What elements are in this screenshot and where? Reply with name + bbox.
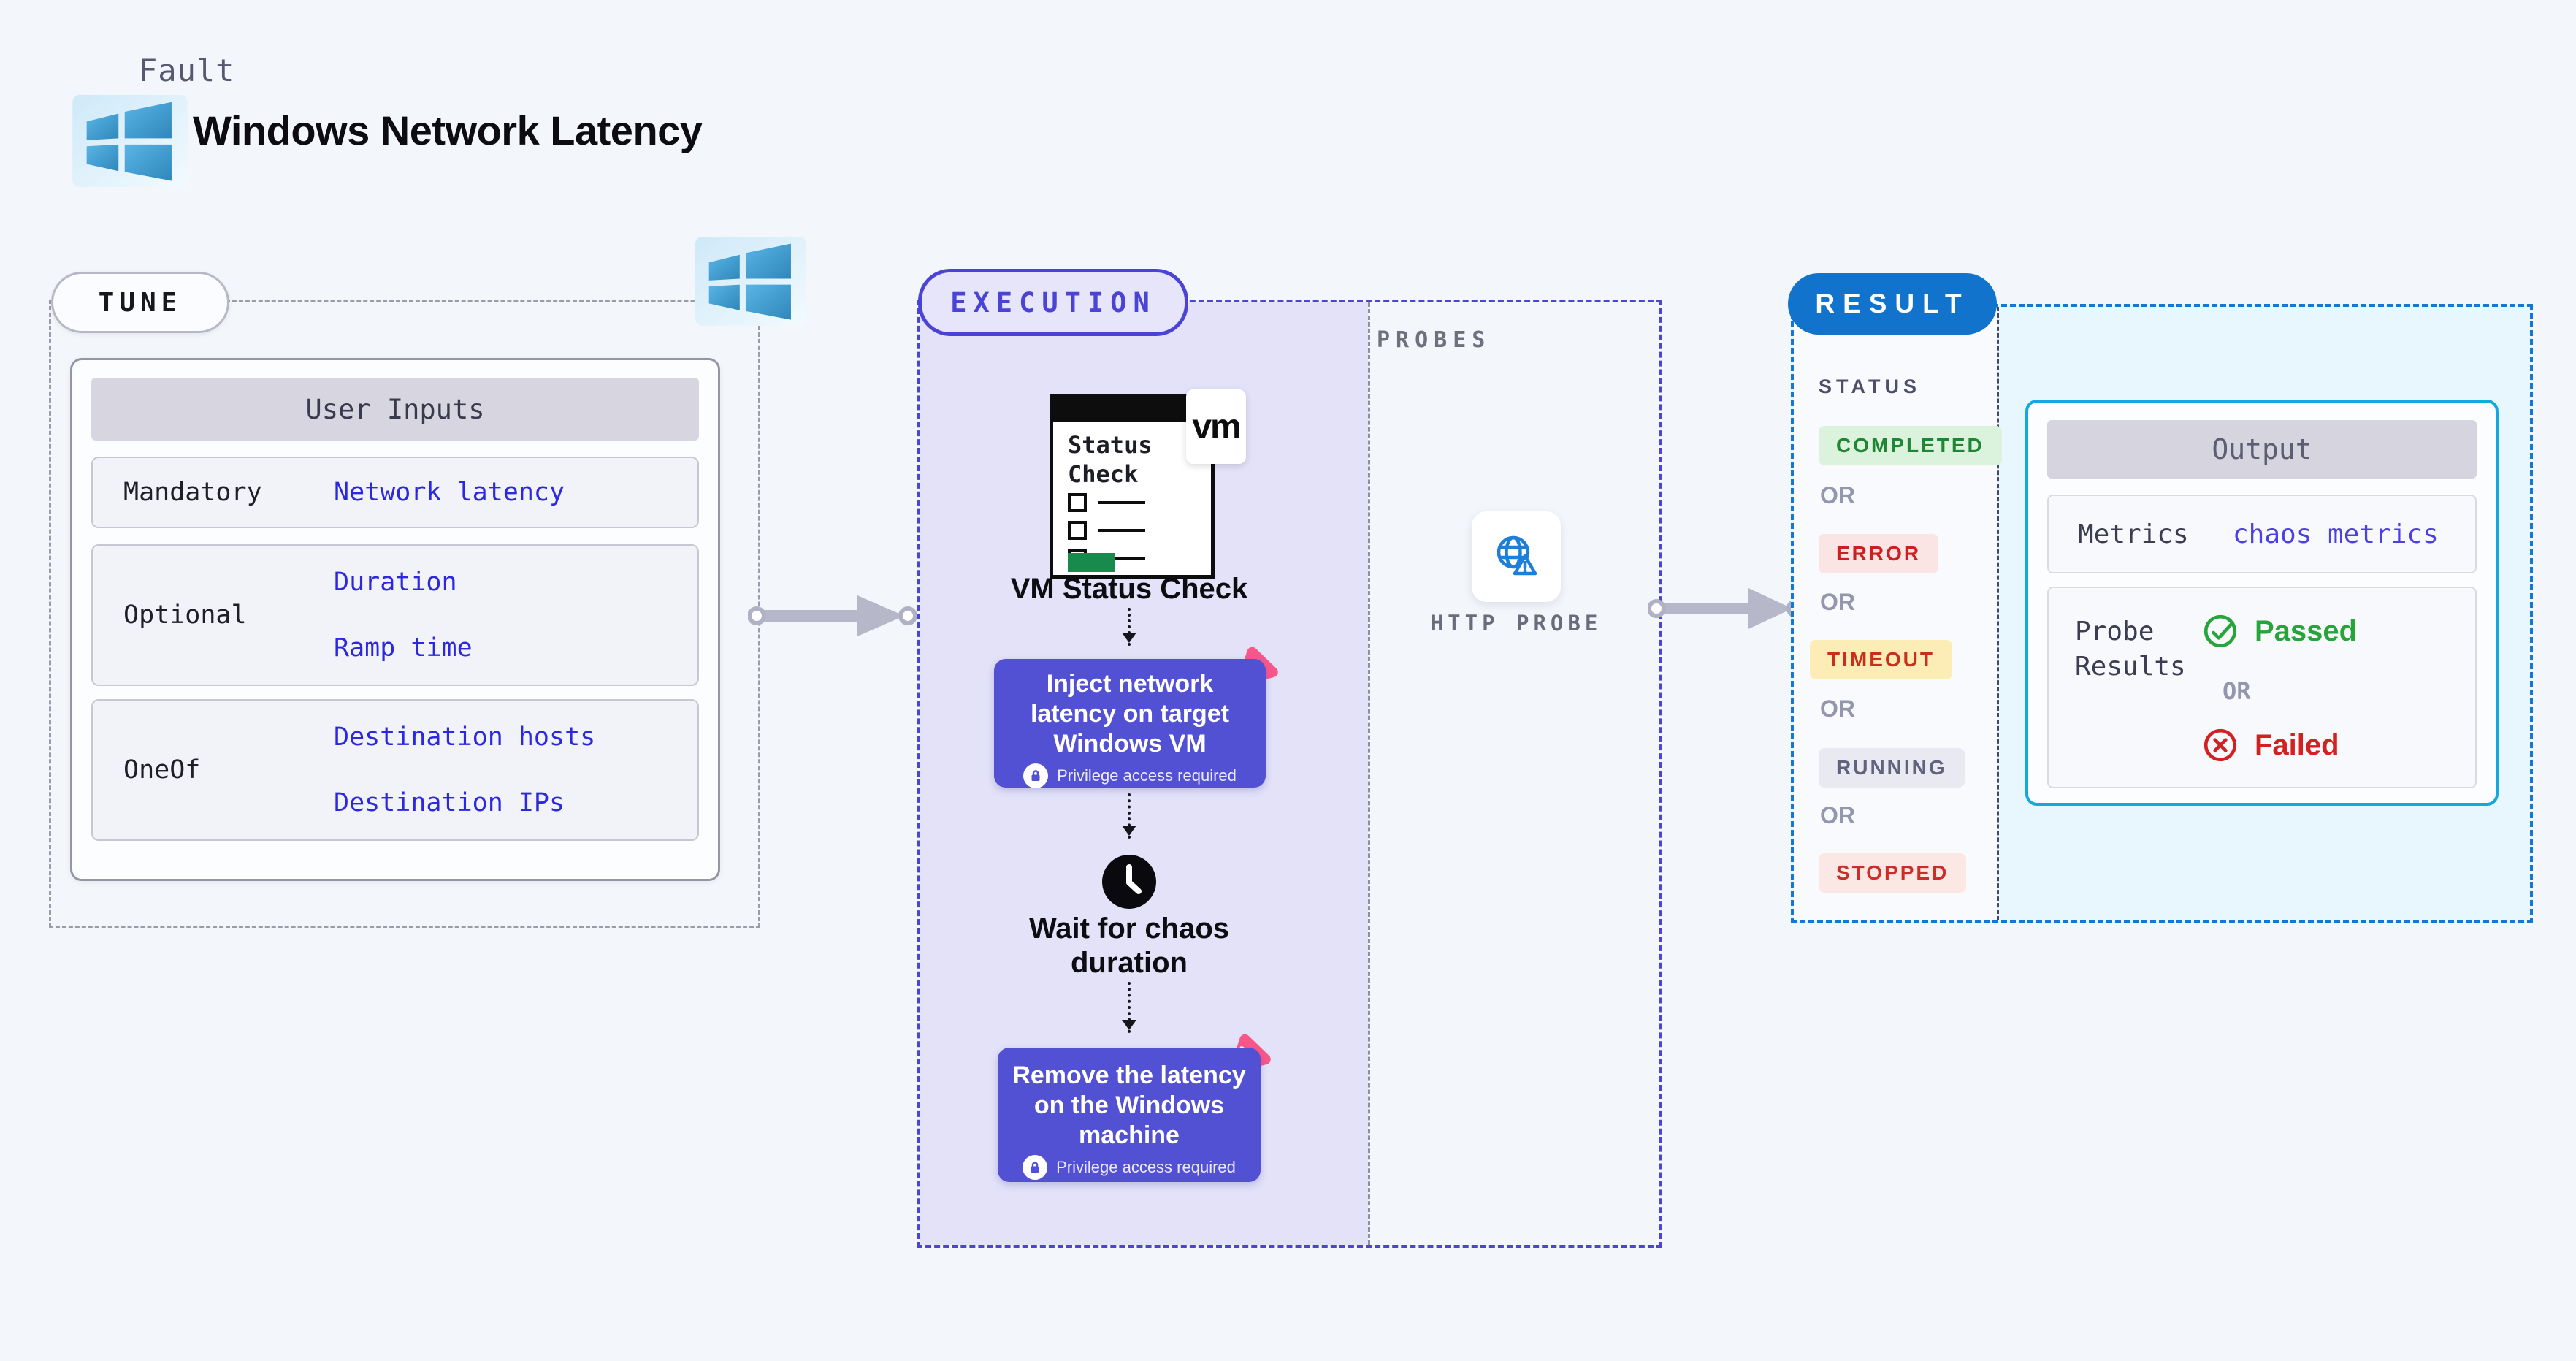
step-text: Inject network <box>1046 670 1214 698</box>
failed-outcome: Failed <box>2202 727 2339 763</box>
privilege-text: Privilege access required <box>1057 766 1237 785</box>
metrics-label: Metrics <box>2078 519 2189 549</box>
row-label: OneOf <box>123 755 201 785</box>
flow-connector <box>1122 608 1136 646</box>
metrics-row: Metrics chaos metrics <box>2047 495 2477 573</box>
passed-outcome: Passed <box>2202 613 2357 649</box>
privilege-text: Privilege access required <box>1056 1158 1236 1176</box>
clock-icon <box>1102 855 1156 909</box>
http-probe-card <box>1472 511 1561 602</box>
or-separator: OR <box>1820 482 1855 508</box>
remove-latency-step: Remove the latency on the Windows machin… <box>998 1048 1261 1182</box>
green-progress-bar <box>1068 553 1115 572</box>
tune-pill-label: TUNE <box>98 287 183 318</box>
status-heading: STATUS <box>1819 375 1921 397</box>
table-row: Mandatory Network latency <box>91 457 699 528</box>
privilege-note: Privilege access required <box>994 763 1266 788</box>
or-separator: OR <box>1820 589 1855 615</box>
status-badge: RUNNING <box>1819 748 1965 788</box>
or-separator: OR <box>1820 802 1855 828</box>
passed-label: Passed <box>2255 614 2358 647</box>
table-row: Optional Duration Ramp time <box>91 544 699 686</box>
wait-step-caption: Wait for chaos duration <box>1028 912 1230 979</box>
checkbox-line <box>1068 493 1145 512</box>
value-link[interactable]: Destination hosts <box>334 723 596 752</box>
vm-status-check-icon: vm Status Check <box>1050 389 1246 579</box>
flow-arrow-icon <box>748 595 917 636</box>
privilege-note: Privilege access required <box>998 1155 1261 1180</box>
row-label: Optional <box>123 601 247 630</box>
table-row: OneOf Destination hosts Destination IPs <box>91 699 699 841</box>
metrics-value-link[interactable]: chaos metrics <box>2233 519 2439 549</box>
lock-icon <box>1023 763 1049 788</box>
probe-results-label: Probe Results <box>2075 617 2186 682</box>
probe-results-row: Probe Results Passed OR Failed <box>2047 587 2477 788</box>
step-text: on the Windows <box>1033 1091 1225 1119</box>
vm-card-topbar <box>1053 398 1211 422</box>
http-probe-caption: HTTP PROBE <box>1430 611 1602 636</box>
tune-pill: TUNE <box>51 272 229 333</box>
row-label: Mandatory <box>123 478 262 507</box>
flow-connector <box>1122 793 1136 839</box>
checkbox-line <box>1068 521 1145 540</box>
page-title: Windows Network Latency <box>193 107 703 153</box>
result-pill-label: RESULT <box>1815 289 1970 319</box>
value-link[interactable]: Network latency <box>334 478 565 507</box>
x-circle-icon <box>2204 728 2237 762</box>
or-separator: OR <box>1820 695 1855 722</box>
execution-pill-label: EXECUTION <box>950 286 1156 319</box>
result-pill: RESULT <box>1788 273 1997 335</box>
inject-latency-step: Inject network latency on target Windows… <box>994 659 1266 788</box>
user-inputs-header: User Inputs <box>91 378 699 441</box>
user-inputs-table: User Inputs Mandatory Network latency Op… <box>70 358 720 881</box>
or-separator: OR <box>2223 677 2251 705</box>
check-circle-icon <box>2204 614 2237 648</box>
failed-label: Failed <box>2255 728 2339 761</box>
step-text: machine <box>1079 1121 1180 1149</box>
vm-status-check-caption: VM Status Check <box>1010 573 1248 605</box>
step-text: Remove the latency <box>1012 1061 1246 1089</box>
flow-connector <box>1122 982 1136 1033</box>
step-text: Windows VM <box>1053 730 1207 758</box>
status-badge: COMPLETED <box>1819 426 2002 465</box>
value-link[interactable]: Ramp time <box>334 633 473 663</box>
probes-heading: PROBES <box>1377 327 1491 353</box>
value-link[interactable]: Destination IPs <box>334 788 565 817</box>
status-column <box>1794 307 1997 920</box>
output-table: Output Metrics chaos metrics Probe Resul… <box>2025 400 2499 806</box>
value-link[interactable]: Duration <box>334 568 457 597</box>
output-header: Output <box>2047 420 2477 479</box>
step-text: latency on target <box>1030 700 1230 728</box>
vm-card-title: Status Check <box>1068 431 1153 488</box>
vm-tab: vm <box>1186 389 1246 464</box>
status-badge: STOPPED <box>1819 853 1967 893</box>
status-badge: TIMEOUT <box>1810 640 1952 679</box>
lock-icon <box>1023 1155 1048 1180</box>
probes-divider <box>1368 302 1370 1245</box>
status-badge: ERROR <box>1819 534 1939 573</box>
windows-logo-icon <box>695 237 806 326</box>
execution-pill: EXECUTION <box>918 269 1188 336</box>
result-divider <box>1997 307 1999 920</box>
fault-eyebrow: Fault <box>139 53 235 88</box>
windows-logo-icon <box>72 95 188 187</box>
globe-warning-icon <box>1497 535 1537 576</box>
